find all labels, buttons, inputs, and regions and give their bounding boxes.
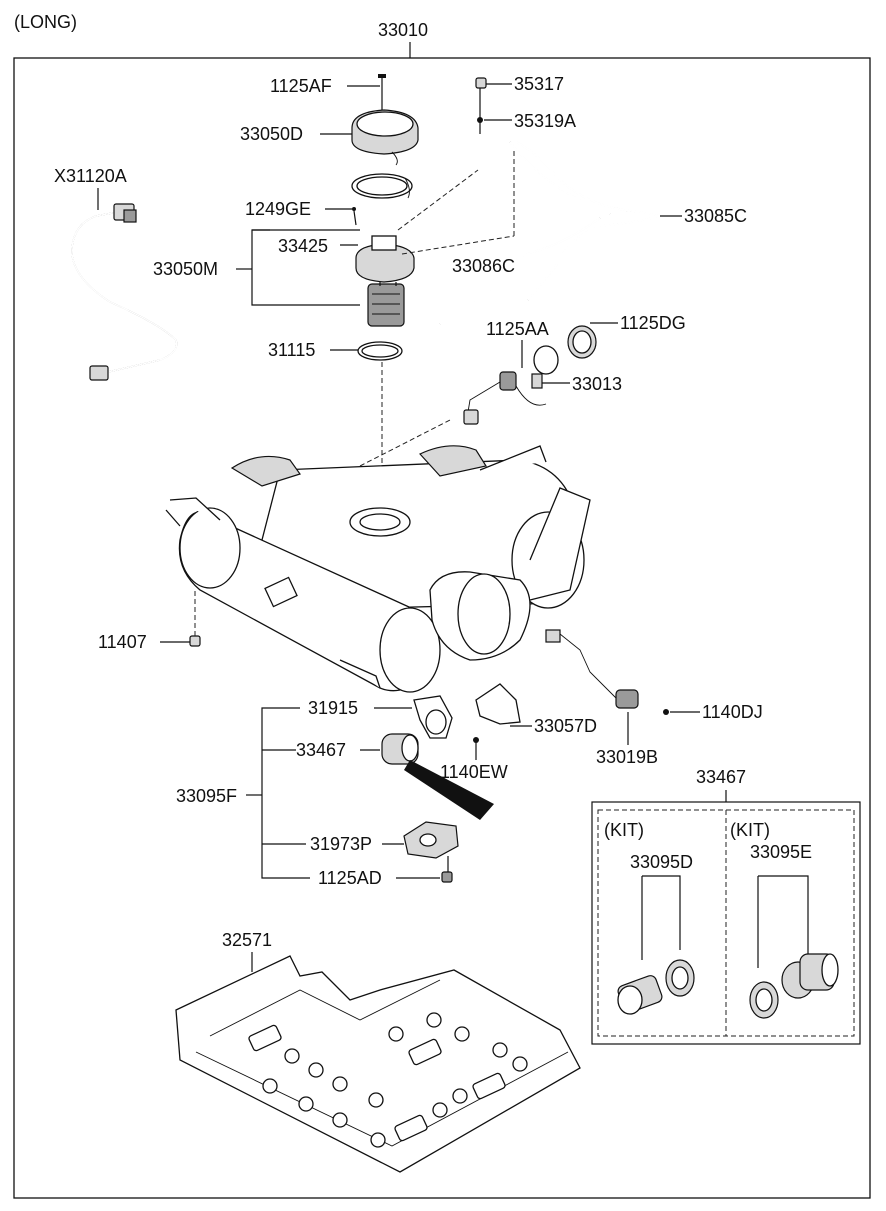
label-31115: 31115	[268, 340, 315, 360]
label-33467: 33467	[296, 740, 346, 760]
gasket-ring-icon	[351, 173, 413, 199]
label-33050D: 33050D	[240, 124, 303, 144]
fuel-line-33085C-icon	[478, 139, 661, 301]
fuel-line-33086C-icon	[439, 217, 601, 325]
kit-box-title: 33467	[696, 767, 746, 787]
label-1125AD: 1125AD	[318, 868, 382, 888]
label-33425: 33425	[278, 236, 328, 256]
fuel-pump-module-icon	[355, 235, 415, 327]
label-1125AF: 1125AF	[270, 76, 332, 96]
dash-line-to-module	[401, 235, 515, 255]
kit-right-label: (KIT)	[730, 820, 770, 840]
sender-gasket-icon	[533, 325, 597, 375]
fuel-pump-33467-icon	[381, 733, 494, 820]
clip-1140EW-icon	[473, 737, 479, 743]
label-35319A: 35319A	[514, 111, 576, 131]
label-33013: 33013	[572, 374, 622, 394]
label-35317: 35317	[514, 74, 564, 94]
cover-31973P-icon	[403, 821, 459, 859]
o-ring-31115-icon	[357, 341, 403, 361]
assembly-number-label: 33010	[378, 20, 428, 40]
dash-vent-to-module	[397, 169, 479, 231]
label-33085C: 33085C	[684, 206, 747, 226]
clip-1249GE-icon	[352, 207, 357, 226]
label-31915: 31915	[308, 698, 358, 718]
label-X31120A: X31120A	[54, 166, 127, 186]
bracket-33057D-icon	[475, 683, 521, 725]
label-33019B: 33019B	[596, 747, 658, 767]
kit-33095E-pump-icon	[749, 953, 839, 1019]
label-31973P: 31973P	[310, 834, 372, 854]
dash-sender-to-tank	[359, 419, 451, 467]
label-11407: 11407	[98, 632, 147, 652]
label-1125AA: 1125AA	[486, 319, 549, 339]
fuel-sender-unit-icon	[463, 371, 547, 425]
label-33057D: 33057D	[534, 716, 597, 736]
label-1125DG: 1125DG	[620, 313, 686, 333]
label-1249GE: 1249GE	[245, 199, 311, 219]
variant-label: (LONG)	[14, 12, 77, 32]
bracket-33095F	[261, 707, 310, 879]
label-33095F: 33095F	[176, 786, 237, 806]
wiring-harness-icon	[71, 203, 178, 381]
kit-left-bracket	[641, 875, 681, 960]
fuel-tank-assembly-icon	[165, 445, 591, 693]
filler-hose-icon	[158, 372, 318, 488]
cap-35317-icon	[475, 77, 487, 89]
label-1140EW: 1140EW	[440, 762, 508, 782]
kit-right-bracket	[757, 875, 809, 968]
bolt-11407-icon	[189, 635, 201, 647]
skid-plate-32571-icon	[175, 955, 581, 1173]
label-33050M: 33050M	[153, 259, 218, 279]
drain-valve-33019B-icon	[545, 629, 639, 709]
label-33086C: 33086C	[452, 256, 515, 276]
clip-1140DJ-icon	[663, 709, 669, 715]
diagram-frame	[13, 57, 871, 1199]
label-32571: 32571	[222, 930, 272, 950]
clamp-31915-icon	[413, 695, 453, 739]
kit-box-frame	[591, 801, 861, 1045]
kit-33095D-pump-icon	[617, 959, 695, 1015]
pump-cover-cap-icon	[351, 109, 419, 166]
kit-right-part: 33095E	[750, 842, 812, 862]
kit-left-part: 33095D	[630, 852, 693, 872]
label-1140DJ: 1140DJ	[702, 702, 763, 722]
bolt-1125AD-icon	[441, 856, 453, 883]
kit-left-label: (KIT)	[604, 820, 644, 840]
